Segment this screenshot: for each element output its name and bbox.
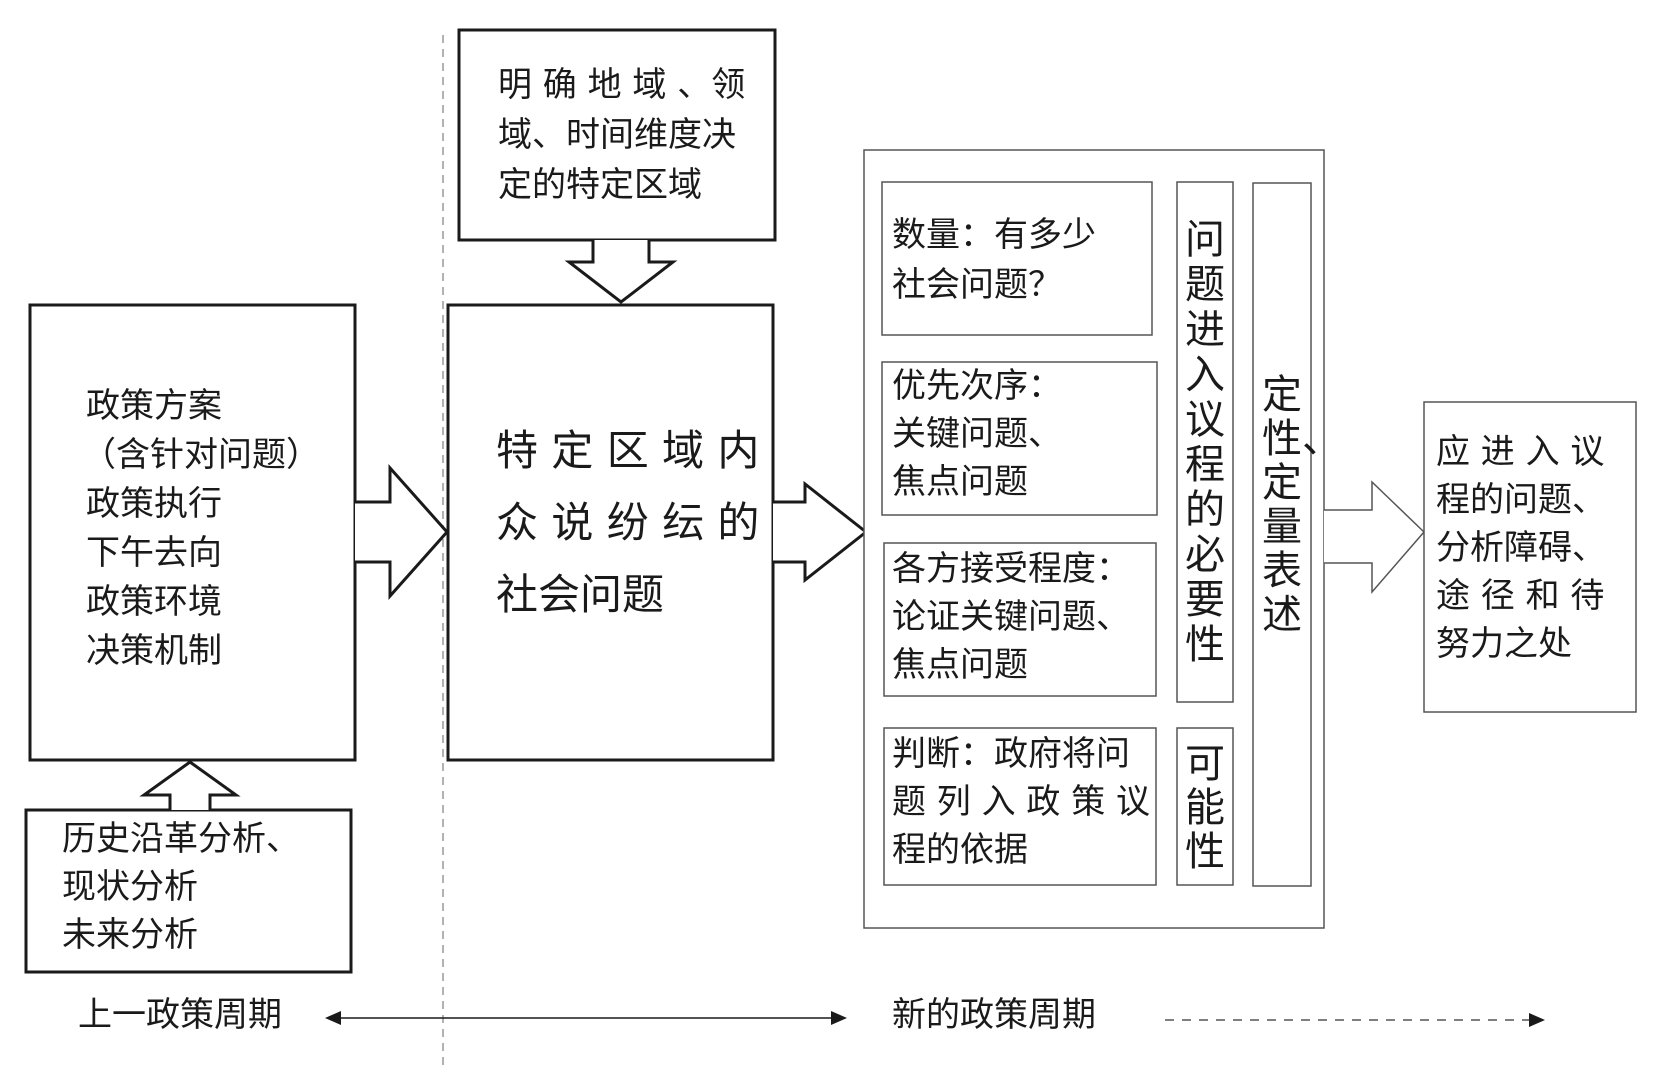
priority-text: 优先次序： 关键问题、 焦点问题 bbox=[892, 366, 1062, 502]
judgement-box bbox=[883, 727, 1157, 886]
judgement-text: 判断：政府将问 题 列 入 政 策 议 程的依据 bbox=[892, 734, 1151, 870]
center-box-text: 特 定 区 域 内 众 说 纷 纭 的 社会问题 bbox=[496, 426, 760, 619]
center-to-analysis-arrow bbox=[773, 480, 869, 584]
timeline-right-arrowhead bbox=[831, 1011, 847, 1025]
quantity-box bbox=[881, 181, 1153, 336]
bottom-up-arrow bbox=[139, 760, 241, 810]
top-box-text: 明 确 地 域 、领 域、时间维度决 定的特定区域 bbox=[498, 65, 746, 205]
result-box bbox=[1423, 401, 1637, 713]
quantity-text: 数量：有多少 社会问题？ bbox=[892, 215, 1096, 305]
necessity-label: 问题进入议程的必要性 bbox=[1185, 217, 1225, 668]
necessity-bar bbox=[1176, 181, 1234, 703]
left-to-center-arrow bbox=[355, 464, 450, 600]
analysis-to-result-arrow bbox=[1324, 480, 1426, 595]
bottom-left-box bbox=[24, 808, 353, 974]
timeline-left-arrowhead bbox=[325, 1011, 341, 1025]
top-box bbox=[457, 28, 777, 242]
future-arrowhead bbox=[1529, 1013, 1545, 1027]
expression-label: 定性、定量表述 bbox=[1262, 372, 1342, 638]
left-box bbox=[28, 303, 357, 762]
expression-bar bbox=[1252, 182, 1312, 887]
top-down-arrow bbox=[564, 240, 678, 304]
new-cycle-label: 新的政策周期 bbox=[892, 995, 1096, 1035]
result-box-text: 应 进 入 议 程的问题、 分析障碍、 途 径 和 待 努力之处 bbox=[1436, 432, 1606, 664]
acceptance-box bbox=[883, 542, 1157, 697]
priority-box bbox=[881, 361, 1158, 516]
possibility-bar bbox=[1176, 727, 1234, 886]
bottom-left-box-text: 历史沿革分析、 现状分析 未来分析 bbox=[62, 819, 300, 955]
possibility-label: 可能性 bbox=[1185, 741, 1225, 875]
acceptance-text: 各方接受程度： 论证关键问题、 焦点问题 bbox=[892, 549, 1130, 685]
previous-cycle-label: 上一政策周期 bbox=[78, 995, 282, 1035]
left-box-text: 政策方案 （含针对问题） 政策执行 下午去向 政策环境 决策机制 bbox=[82, 386, 320, 671]
